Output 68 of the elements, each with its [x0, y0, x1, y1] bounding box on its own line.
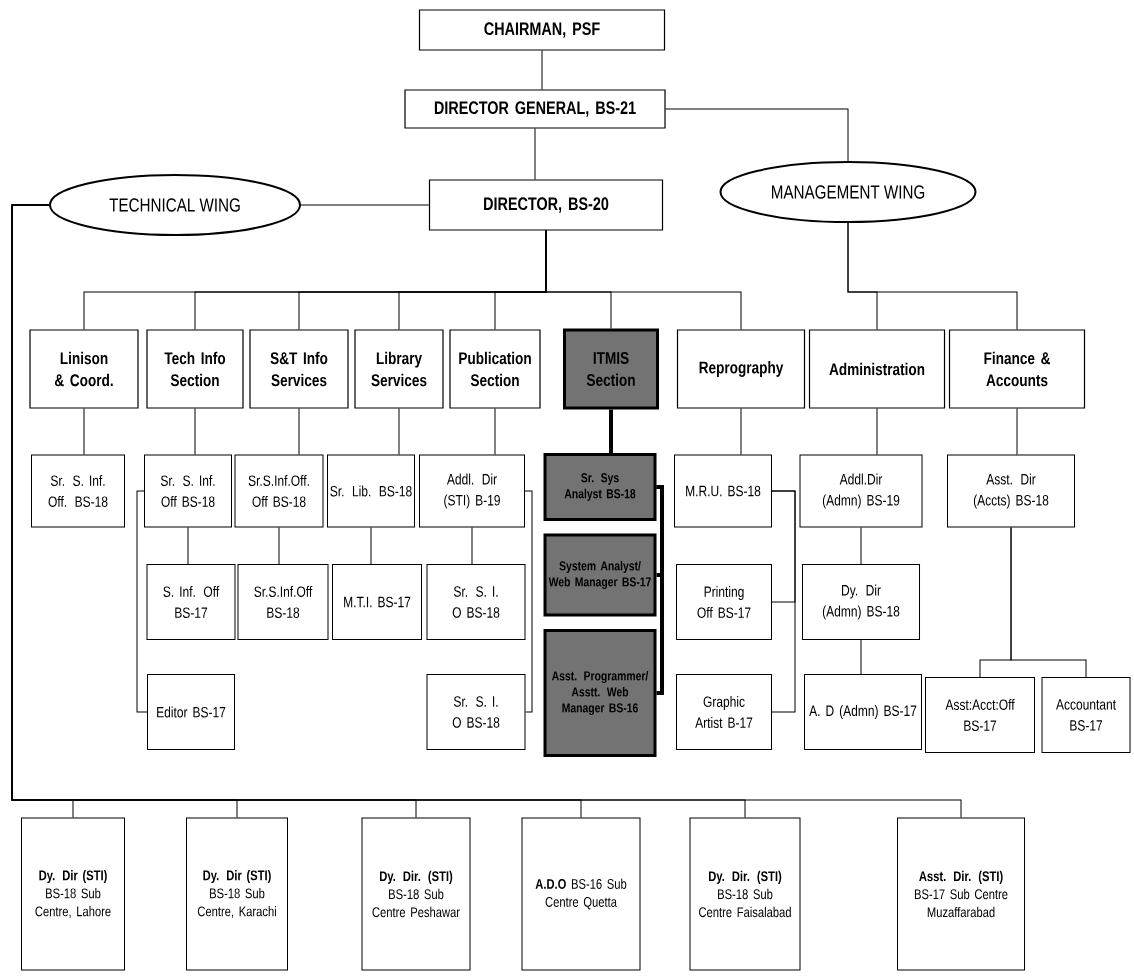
position-box: Sr. S. Inf. Off. BS-18 [31, 454, 125, 528]
department-box: Tech Info Section [146, 329, 244, 409]
position-box: A. D (Admn) BS-17 [804, 674, 922, 750]
position-box: Graphic Artist B-17 [676, 674, 772, 750]
position-box: Addl. Dir (STI) B-19 [419, 454, 525, 528]
connector-line [524, 490, 533, 713]
connector-line [609, 409, 613, 453]
department-box: S&T Info Services [249, 329, 349, 409]
title-box: DIRECTOR, BS-20 [428, 179, 664, 231]
position-box: Dy. Dir (Admn) BS-18 [802, 564, 920, 640]
connector-line [187, 527, 189, 565]
connector-line [860, 527, 862, 565]
connector-line [83, 408, 85, 455]
position-box: Sr.S.Inf.Off BS-18 [237, 564, 329, 640]
connector-line [534, 128, 536, 180]
position-box: Asst. Dir (Accts) BS-18 [947, 454, 1075, 528]
connector-line [541, 50, 543, 90]
connector-line [300, 204, 430, 206]
connector-line [471, 527, 473, 565]
sub-centre-box: Dy. Dir (STI) BS-18 Sub Centre, Karachi [186, 817, 288, 971]
sub-centre-box: Dy. Dir. (STI) BS-18 Sub Centre Peshawar [361, 817, 471, 971]
position-box: Asst:Acct:Off BS-17 [925, 677, 1035, 753]
connector-line [545, 230, 742, 330]
position-box: Accountant BS-17 [1041, 677, 1131, 753]
position-box: Sr. Lib. BS-18 [327, 454, 415, 528]
connector-line [136, 490, 148, 713]
connector-line [665, 108, 849, 162]
department-box: Library Services [354, 329, 444, 409]
position-box: Sr. Sys Analyst BS-18 [543, 453, 657, 521]
position-box: S. Inf. Off BS-17 [146, 564, 236, 640]
sub-centre-box: Asst. Dir. (STI) BS-17 Sub Centre Muzaffarabad [897, 817, 1025, 971]
department-box: Reprography [676, 329, 806, 409]
connector-line [11, 204, 962, 818]
title-box: CHAIRMAN, PSF [418, 9, 666, 51]
position-box: Addl.Dir (Admn) BS-19 [799, 454, 923, 528]
sub-centre-box: A.D.O BS-16 Sub Centre Quetta [521, 817, 641, 971]
sub-centre-box: Dy. Dir. (STI) BS-18 Sub Centre Faisalabad [689, 817, 801, 971]
position-box: M.R.U. BS-18 [674, 454, 772, 528]
department-box: Publication Section [449, 329, 541, 409]
position-box: Sr. S. Inf. Off BS-18 [144, 454, 232, 528]
department-box: ITMIS Section [563, 328, 659, 410]
position-box: Sr. S. I. O BS-18 [426, 564, 526, 640]
position-box: Printing Off BS-17 [676, 564, 772, 640]
connector-line [298, 408, 300, 455]
position-box: Asst. Programmer/ Asstt. Web Manager BS-16 [543, 629, 657, 757]
connector-line [740, 408, 742, 455]
connector-line [194, 408, 196, 455]
department-box: Finance & Accounts [948, 329, 1086, 409]
connector-line [771, 490, 796, 713]
connector-line [847, 222, 1018, 330]
position-box: Sr.S.Inf.Off. Off BS-18 [234, 454, 324, 528]
connector-line [860, 639, 862, 675]
connector-line [370, 527, 372, 565]
department-box: Linison & Coord. [29, 329, 139, 409]
connector-line [398, 408, 400, 455]
connector-line [494, 408, 496, 455]
connector-line [278, 527, 280, 565]
department-box: Administration [808, 329, 946, 409]
position-box: M.T.I. BS-17 [332, 564, 422, 640]
connector-line [1016, 408, 1018, 455]
position-box: Sr. S. I. O BS-18 [426, 674, 526, 750]
connector-line [656, 485, 664, 695]
position-box: System Analyst/ Web Manager BS-17 [543, 533, 657, 617]
title-box: DIRECTOR GENERAL, BS-21 [404, 89, 666, 129]
connector-line [876, 408, 878, 455]
sub-centre-box: Dy. Dir (STI) BS-18 Sub Centre, Lahore [21, 817, 125, 971]
connector-line [1010, 527, 1087, 678]
position-box: Editor BS-17 [147, 674, 235, 750]
